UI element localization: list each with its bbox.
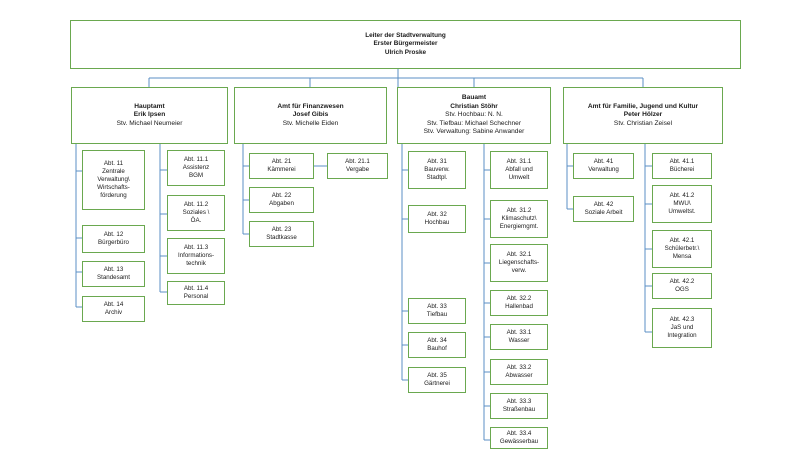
abt-23-box: Abt. 23 Stadtkasse xyxy=(249,221,314,247)
familienamt-title: Amt für Familie, Jugend und Kultur xyxy=(587,102,699,110)
abt-11-4-box: Abt. 11.4 Personal xyxy=(167,281,225,305)
abt-42-1-label: Abt. 42.1 Schülerbetr.\ Mensa xyxy=(664,236,700,261)
abt-32-1-label: Abt. 32.1 Liegenschafts- verw. xyxy=(498,250,540,275)
leiter-title: Leiter der Stadtverwaltung xyxy=(365,32,446,39)
abt-33-1-label: Abt. 33.1 Wasser xyxy=(506,328,532,344)
abt-41-1-box: Abt. 41.1 Bücherei xyxy=(652,153,712,179)
familienamt-box: Amt für Familie, Jugend und Kultur Peter… xyxy=(563,87,723,144)
bauamt-deputy-verwaltung: Stv. Verwaltung: Sabine Anwander xyxy=(423,128,525,136)
abt-32-box: Abt. 32 Hochbau xyxy=(408,205,466,233)
familienamt-head: Peter Hölzer xyxy=(623,111,663,119)
hauptamt-deputy: Stv. Michael Neumeier xyxy=(116,119,183,127)
bauamt-deputy-hochbau: Stv. Hochbau: N. N. xyxy=(445,111,503,119)
abt-41-1-label: Abt. 41.1 Bücherei xyxy=(669,157,695,173)
abt-11-box: Abt. 11 Zentrale Verwaltung\ Wirtschafts… xyxy=(82,150,145,210)
abt-11-2-label: Abt. 11.2 Soziales \ ÖA. xyxy=(182,200,210,225)
finanzwesen-title: Amt für Finanzwesen xyxy=(277,102,344,110)
abt-33-4-label: Abt. 33.4 Gewässerbau xyxy=(499,429,539,445)
abt-13-box: Abt. 13 Standesamt xyxy=(82,261,145,287)
abt-12-label: Abt. 12 Bürgerbüro xyxy=(98,230,129,246)
abt-23-label: Abt. 23 Stadtkasse xyxy=(266,225,297,241)
abt-42-label: Abt. 42 Soziale Arbeit xyxy=(584,200,623,216)
abt-21-label: Abt. 21 Kämmerei xyxy=(267,157,296,173)
abt-11-label: Abt. 11 Zentrale Verwaltung\ Wirtschafts… xyxy=(97,159,130,200)
abt-33-2-box: Abt. 33.2 Abwasser xyxy=(490,359,548,385)
abt-11-2-box: Abt. 11.2 Soziales \ ÖA. xyxy=(167,195,225,231)
leiter-box: Leiter der Stadtverwaltung Erster Bürger… xyxy=(70,20,741,69)
abt-33-3-box: Abt. 33.3 Straßenbau xyxy=(490,393,548,419)
bauamt-deputy-tiefbau: Stv. Tiefbau: Michael Schechner xyxy=(426,119,522,127)
familienamt-deputy: Stv. Christian Zeisel xyxy=(613,119,673,127)
abt-33-label: Abt. 33 Tiefbau xyxy=(426,302,448,318)
abt-33-1-box: Abt. 33.1 Wasser xyxy=(490,324,548,350)
abt-33-box: Abt. 33 Tiefbau xyxy=(408,298,466,324)
abt-33-2-label: Abt. 33.2 Abwasser xyxy=(505,363,533,379)
hauptamt-box: Hauptamt Erik Ipsen Stv. Michael Neumeie… xyxy=(71,87,228,144)
abt-41-label: Abt. 41 Verwaltung xyxy=(588,157,619,173)
abt-11-3-label: Abt. 11.3 Informations- technik xyxy=(177,243,215,268)
leiter-name: Ulrich Proske xyxy=(384,48,427,56)
abt-42-2-label: Abt. 42.2 OGS xyxy=(669,277,695,293)
abt-31-box: Abt. 31 Bauverw. Stadtpl. xyxy=(408,151,466,189)
abt-42-3-box: Abt. 42.3 JaS und Integration xyxy=(652,308,712,348)
abt-31-1-box: Abt. 31.1 Abfall und Umwelt xyxy=(490,151,548,189)
abt-11-3-box: Abt. 11.3 Informations- technik xyxy=(167,238,225,274)
bauamt-box: Bauamt Christian Stöhr Stv. Hochbau: N. … xyxy=(397,87,551,144)
finanzwesen-deputy: Stv. Michelle Eiden xyxy=(282,119,339,127)
abt-13-label: Abt. 13 Standesamt xyxy=(96,265,131,281)
finanzwesen-head: Josef Gibis xyxy=(292,111,329,119)
abt-42-1-box: Abt. 42.1 Schülerbetr.\ Mensa xyxy=(652,230,712,268)
bauamt-title: Bauamt xyxy=(461,94,487,102)
abt-31-1-label: Abt. 31.1 Abfall und Umwelt xyxy=(505,157,533,182)
abt-41-box: Abt. 41 Verwaltung xyxy=(573,153,634,179)
hauptamt-head: Erik Ipsen xyxy=(133,111,166,119)
abt-12-box: Abt. 12 Bürgerbüro xyxy=(82,225,145,253)
abt-42-3-label: Abt. 42.3 JaS und Integration xyxy=(667,315,697,340)
hauptamt-title: Hauptamt xyxy=(134,102,165,110)
abt-35-box: Abt. 35 Gärtnerei xyxy=(408,367,466,393)
abt-35-label: Abt. 35 Gärtnerei xyxy=(424,371,450,387)
bauamt-head: Christian Stöhr xyxy=(450,102,498,110)
abt-22-box: Abt. 22 Abgaben xyxy=(249,187,314,213)
abt-34-label: Abt. 34 Bauhof xyxy=(427,336,447,352)
abt-41-2-label: Abt. 41.2 MWU\ Umweltst. xyxy=(668,191,696,216)
abt-32-2-label: Abt. 32.2 Hallenbad xyxy=(505,294,533,310)
abt-32-1-box: Abt. 32.1 Liegenschafts- verw. xyxy=(490,244,548,282)
abt-22-label: Abt. 22 Abgaben xyxy=(269,191,294,207)
abt-21-1-label: Abt. 21.1 Vergabe xyxy=(345,157,370,173)
abt-32-label: Abt. 32 Hochbau xyxy=(424,210,450,226)
abt-21-box: Abt. 21 Kämmerei xyxy=(249,153,314,179)
finanzwesen-box: Amt für Finanzwesen Josef Gibis Stv. Mic… xyxy=(234,87,387,144)
abt-11-1-label: Abt. 11.1 Assistenz BGM xyxy=(182,155,210,180)
abt-11-1-box: Abt. 11.1 Assistenz BGM xyxy=(167,150,225,186)
abt-41-2-box: Abt. 41.2 MWU\ Umweltst. xyxy=(652,185,712,223)
abt-14-box: Abt. 14 Archiv xyxy=(82,296,145,322)
abt-33-4-box: Abt. 33.4 Gewässerbau xyxy=(490,427,548,449)
abt-21-1-box: Abt. 21.1 Vergabe xyxy=(327,153,388,179)
abt-34-box: Abt. 34 Bauhof xyxy=(408,332,466,358)
leiter-role: Erster Bürgermeister xyxy=(373,40,438,48)
abt-31-2-label: Abt. 31.2 Klimaschutz\ Energiemgmt. xyxy=(499,206,539,231)
abt-31-2-box: Abt. 31.2 Klimaschutz\ Energiemgmt. xyxy=(490,200,548,238)
abt-33-3-label: Abt. 33.3 Straßenbau xyxy=(502,397,536,413)
abt-42-2-box: Abt. 42.2 OGS xyxy=(652,273,712,299)
abt-14-label: Abt. 14 Archiv xyxy=(103,300,124,316)
abt-31-label: Abt. 31 Bauverw. Stadtpl. xyxy=(424,157,450,182)
abt-32-2-box: Abt. 32.2 Hallenbad xyxy=(490,290,548,316)
abt-11-4-label: Abt. 11.4 Personal xyxy=(183,284,209,300)
abt-42-box: Abt. 42 Soziale Arbeit xyxy=(573,196,634,222)
